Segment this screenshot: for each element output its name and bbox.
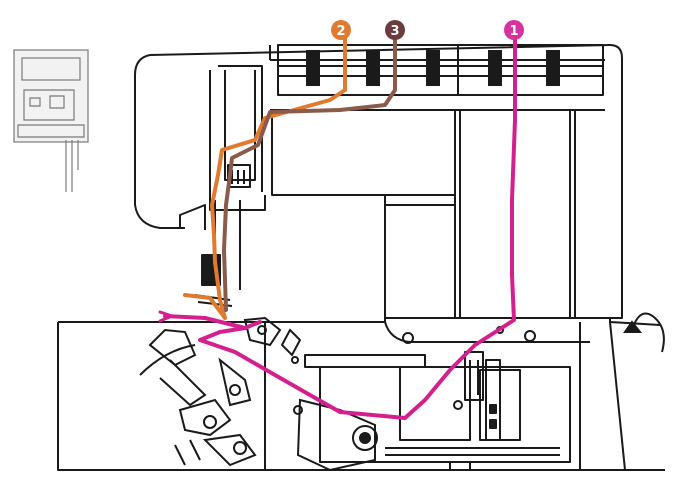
thread-path-3	[222, 36, 397, 312]
thread-badge-2: 2	[331, 20, 351, 40]
badge-3-label: 3	[390, 24, 399, 39]
machine-body	[57, 44, 665, 471]
thread-path-1	[158, 36, 517, 420]
badge-1-label: 1	[509, 24, 518, 39]
thread-badge-1: 1	[504, 20, 524, 40]
presser-foot-thumbnail-icon	[13, 49, 89, 192]
thread-path-2	[183, 36, 347, 320]
thread-badge-3: 3	[385, 20, 405, 40]
looper-assembly	[139, 316, 302, 467]
badge-2-label: 2	[336, 24, 345, 39]
rotation-arrow-icon	[623, 312, 665, 353]
